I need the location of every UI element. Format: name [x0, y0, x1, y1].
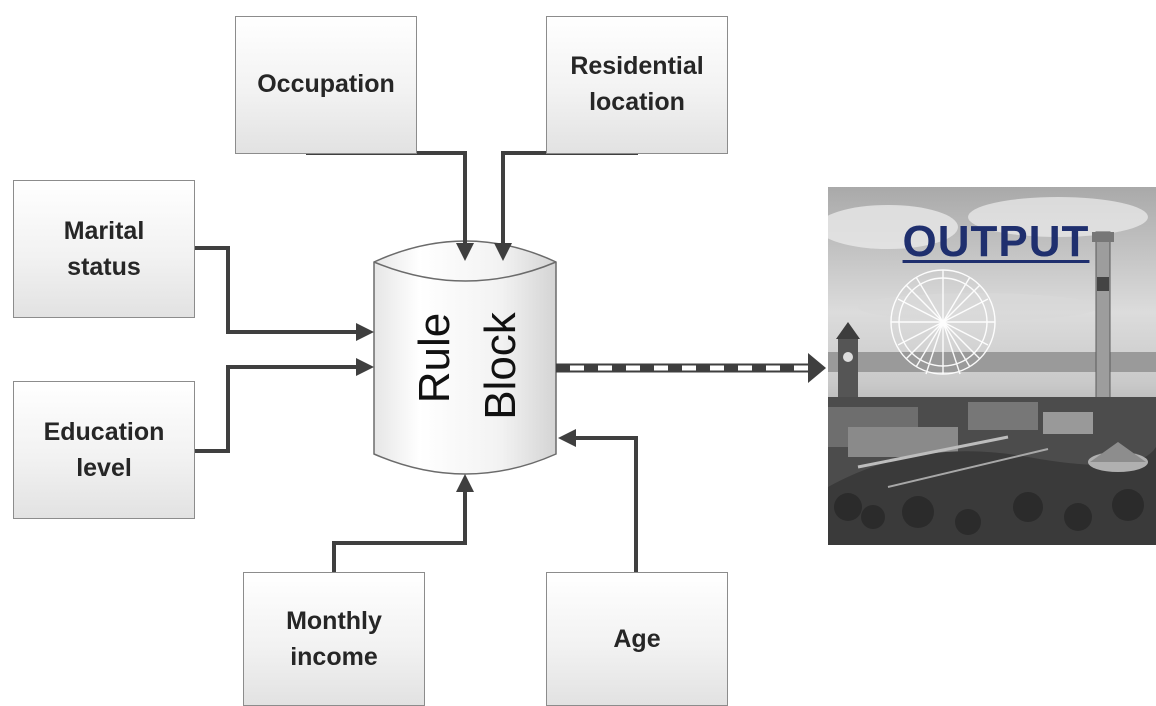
rule-block-label-line2: Block: [476, 311, 525, 420]
input-box-residential-location: Residential location: [546, 16, 728, 154]
output-arrow: [556, 353, 826, 383]
connector-occupation: [306, 151, 467, 246]
input-box-occupation: Occupation: [235, 16, 417, 154]
output-panel: OUTPUT: [828, 187, 1156, 545]
input-label-marital-status: Marital status: [63, 217, 145, 281]
input-label-monthly-income: Monthly income: [286, 607, 382, 671]
amusement-park-photo: [828, 187, 1156, 545]
connector-marital: [193, 246, 358, 334]
arrowhead-residential: [494, 243, 512, 261]
input-label-education-level: Education level: [43, 418, 165, 482]
connector-income: [332, 490, 467, 575]
arrowhead-education: [356, 358, 374, 376]
input-box-monthly-income: Monthly income: [243, 572, 425, 706]
input-box-marital-status: Marital status: [13, 180, 195, 318]
input-label-occupation: Occupation: [257, 70, 395, 98]
connector-education: [193, 365, 358, 453]
arrowhead-marital: [356, 323, 374, 341]
rule-block-cylinder: Rule Block: [373, 240, 557, 475]
rule-block-label-line1: Rule: [410, 313, 459, 404]
arrowhead-income: [456, 474, 474, 492]
connector-age: [574, 436, 638, 575]
input-box-age: Age: [546, 572, 728, 706]
arrowhead-age: [558, 429, 576, 447]
connector-residential: [501, 151, 638, 246]
input-label-residential-location: Residential location: [570, 52, 704, 116]
output-label: OUTPUT: [902, 217, 1090, 266]
arrowhead-occupation: [456, 243, 474, 261]
input-box-education-level: Education level: [13, 381, 195, 519]
input-label-age: Age: [613, 625, 661, 653]
